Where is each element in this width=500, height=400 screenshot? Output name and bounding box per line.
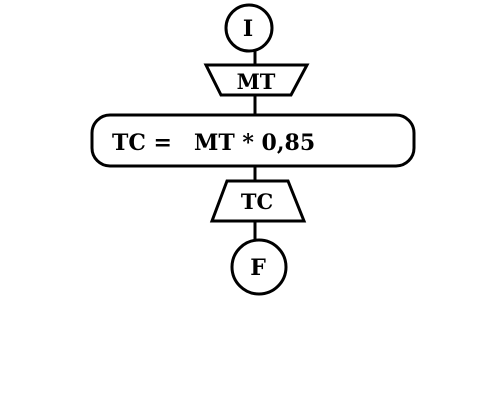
input-label: MT bbox=[237, 69, 276, 94]
output-node: TC bbox=[209, 179, 307, 223]
start-label: I bbox=[243, 16, 253, 42]
start-node: I bbox=[224, 3, 274, 53]
output-trapezoid bbox=[209, 179, 307, 223]
input-node: MT bbox=[203, 63, 310, 97]
end-terminator-circle bbox=[230, 238, 288, 296]
end-label: F bbox=[250, 255, 266, 281]
start-terminator-circle bbox=[224, 3, 274, 53]
process-rounded-box bbox=[90, 113, 416, 168]
process-lhs: TC = bbox=[112, 130, 172, 156]
output-label: TC bbox=[241, 189, 273, 214]
input-trapezoid bbox=[203, 63, 310, 97]
process-node: TC = MT * 0,85 bbox=[90, 113, 416, 168]
process-rhs: MT * 0,85 bbox=[194, 130, 315, 156]
end-node: F bbox=[230, 238, 288, 296]
